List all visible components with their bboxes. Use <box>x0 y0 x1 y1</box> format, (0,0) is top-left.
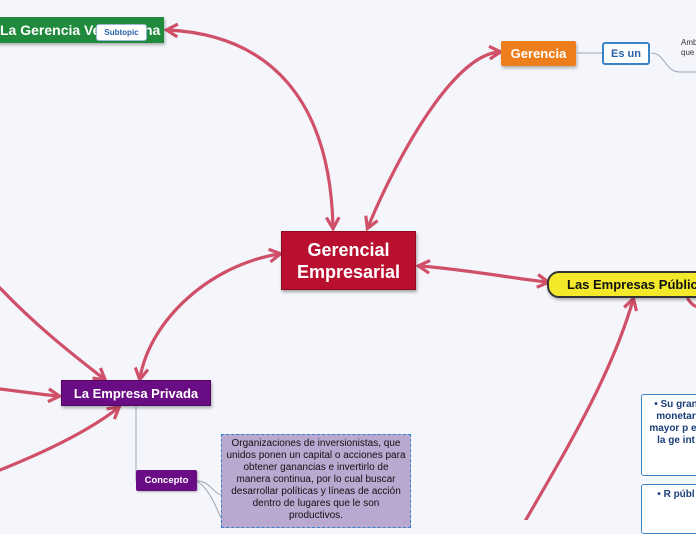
node-empresa-privada-label: La Empresa Privada <box>73 385 199 401</box>
central-topic[interactable]: Gerencial Empresarial <box>281 231 416 290</box>
node-publicas-detail-2[interactable]: • R públ <box>641 484 696 534</box>
link-left-top-empresa-privada <box>0 286 108 382</box>
node-gerencia-label: Gerencia <box>510 46 567 61</box>
link-central-gerencia <box>364 44 504 232</box>
node-concepto-texto[interactable]: Organizaciones de inversionistas, que un… <box>221 434 411 528</box>
node-publicas-detail-1[interactable]: • Su gran monetar mayor p en la ge int <box>641 394 696 476</box>
link-central-gerencia-venezolana <box>163 22 341 232</box>
subtopic-tag[interactable]: Subtopic <box>96 24 147 41</box>
node-amb-fragment[interactable]: Amb que <box>681 38 696 58</box>
link-publicas-right <box>686 297 696 309</box>
node-concepto[interactable]: Concepto <box>136 470 197 491</box>
node-empresas-publicas-label: Las Empresas Públicas <box>567 277 696 292</box>
central-topic-line1: Gerencial <box>307 239 390 260</box>
node-publicas-detail-2-label: • R públ <box>657 489 695 500</box>
link-esun-amb <box>650 52 696 73</box>
node-publicas-detail-1-label: • Su gran monetar mayor p en la ge int <box>649 399 696 446</box>
node-gerencia[interactable]: Gerencia <box>501 41 576 66</box>
link-left-mid-empresa-privada <box>0 387 63 404</box>
node-es-un-label: Es un <box>611 47 641 60</box>
node-es-un[interactable]: Es un <box>602 42 650 65</box>
node-amb-line2: que <box>681 48 695 57</box>
link-central-empresa-privada <box>133 247 284 383</box>
subtopic-label: Subtopic <box>104 28 139 37</box>
link-concepto-down <box>196 480 223 520</box>
link-bottom-empresas-publicas <box>523 295 639 520</box>
link-concepto-text <box>196 480 222 496</box>
node-amb-line1: Amb <box>681 38 696 47</box>
central-topic-line2: Empresarial <box>296 261 401 282</box>
connector-layer <box>0 22 696 520</box>
link-left-bottom-empresa-privada <box>0 405 122 472</box>
node-empresas-publicas[interactable]: Las Empresas Públicas <box>547 271 696 298</box>
link-central-empresas-publicas <box>415 258 552 289</box>
node-concepto-texto-label: Organizaciones de inversionistas, que un… <box>226 438 406 521</box>
node-empresa-privada[interactable]: La Empresa Privada <box>61 380 211 406</box>
node-concepto-label: Concepto <box>144 475 189 486</box>
